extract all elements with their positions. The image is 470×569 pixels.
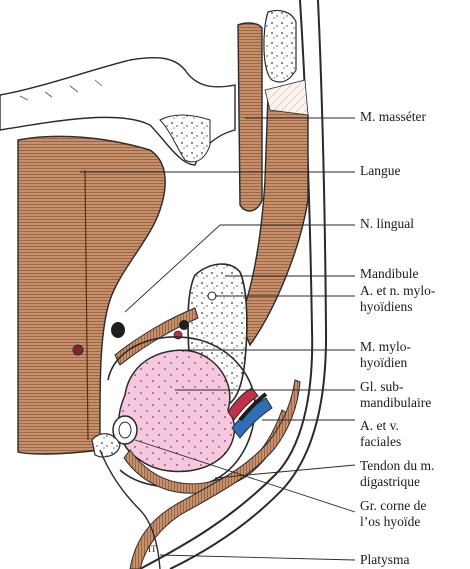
label-mandibule: Mandibule <box>360 266 419 282</box>
label-mylohyoid-muscle: M. mylo- hyoïdien <box>360 339 411 371</box>
masseter-tendon <box>265 80 308 115</box>
lingual-nerve <box>111 322 125 338</box>
mylohyoid-artery <box>174 331 182 339</box>
figure-mark: IT <box>148 544 157 554</box>
label-digastric-tendon: Tendon du m. digastrique <box>360 458 434 490</box>
mylohyoid-nerve <box>179 320 189 330</box>
zygomatic-bone <box>264 10 296 81</box>
label-hyoid-horn: Gr. corne de l’os hyoïde <box>360 498 426 530</box>
label-mylohyoid-vessels: A. et n. mylo- hyoïdiens <box>360 283 435 315</box>
label-langue: Langue <box>360 163 400 179</box>
mandibular-canal <box>208 292 216 300</box>
lingual-vessel-dot <box>73 345 83 355</box>
label-platysma: Platysma <box>360 552 410 568</box>
label-facial-vessels: A. et v. faciales <box>360 418 401 450</box>
label-lingual-nerve: N. lingual <box>360 216 414 232</box>
masseter-upper <box>238 23 262 211</box>
label-masseter: M. masséter <box>360 109 426 125</box>
label-submandibular-gland: Gl. sub- mandibulaire <box>360 379 431 411</box>
